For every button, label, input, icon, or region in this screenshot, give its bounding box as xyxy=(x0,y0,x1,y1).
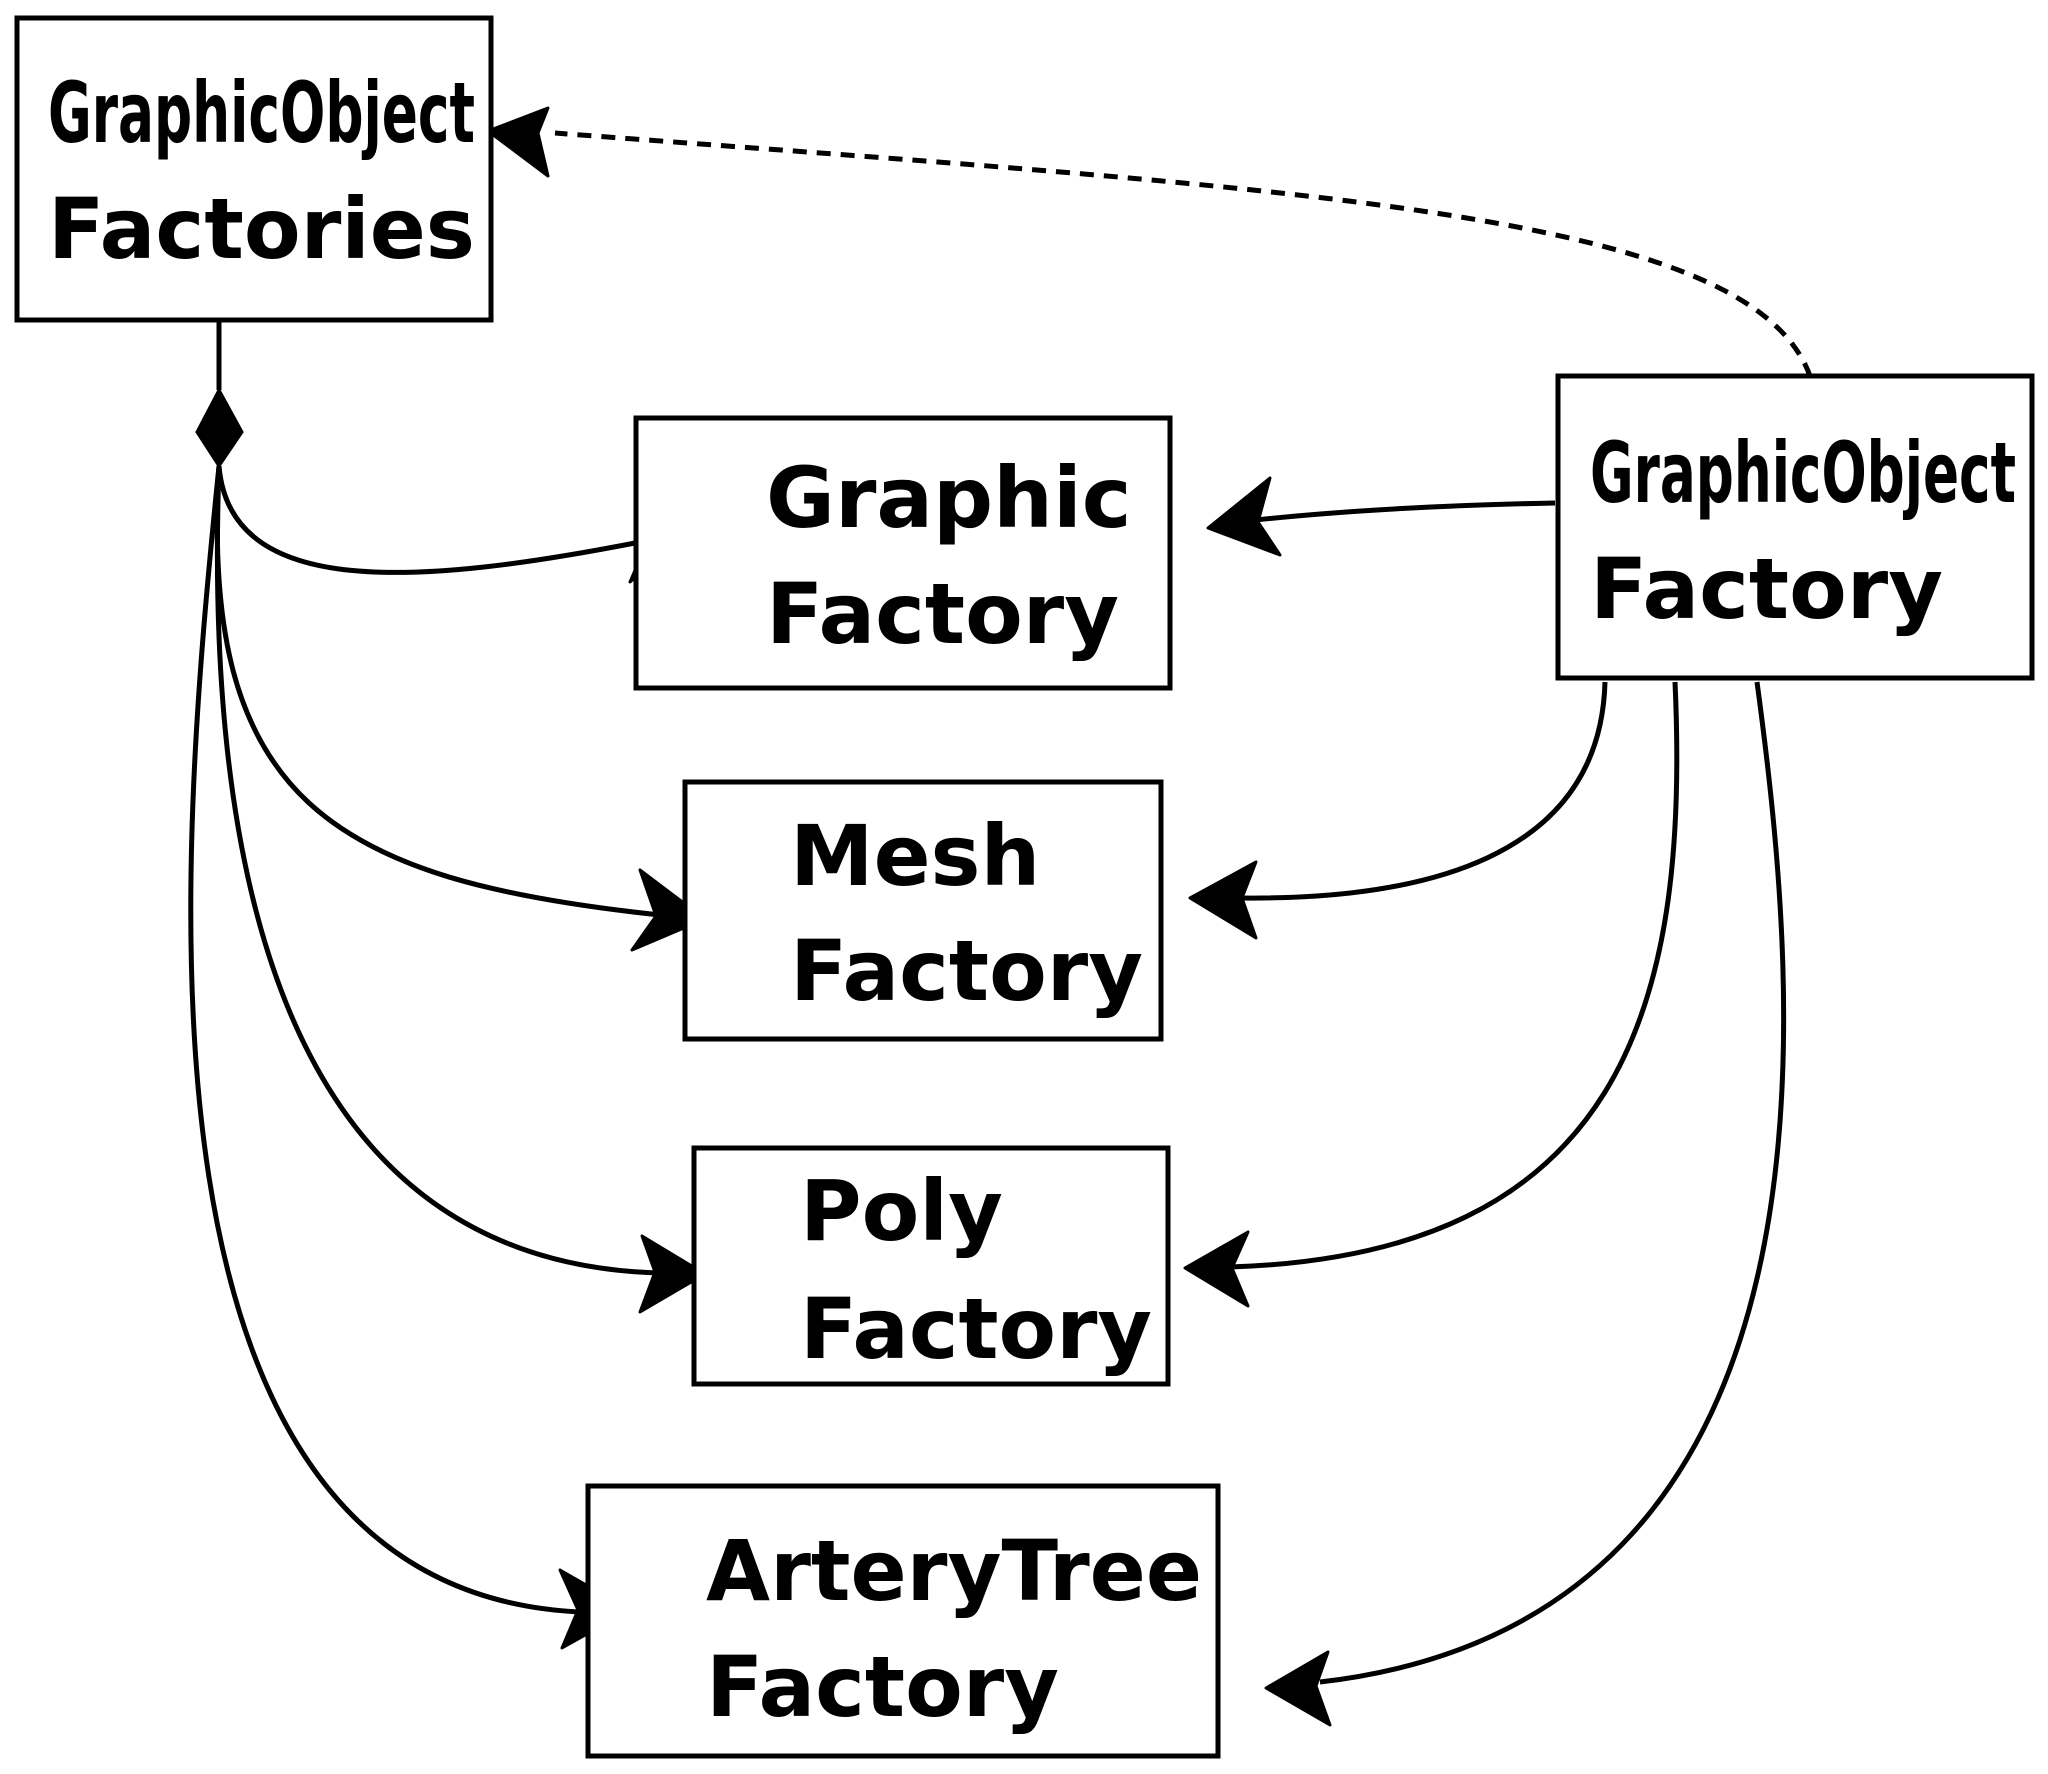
node-graphicobject-factories-line2: Factories xyxy=(48,180,475,278)
arrowhead-poly-right-icon xyxy=(1183,1230,1250,1308)
node-graphicobject-factory[interactable]: GraphicObject Factory xyxy=(1555,373,2035,681)
node-graphicobject-factories[interactable]: GraphicObject Factories xyxy=(14,15,494,323)
arrowhead-factories-icon xyxy=(486,106,550,178)
edge-factories-to-poly xyxy=(214,465,661,1276)
node-graphic-factory-line2: Factory xyxy=(766,565,1119,663)
node-mesh-factory-box xyxy=(682,779,1164,1042)
node-graphicobject-factory-box xyxy=(1555,373,2035,681)
node-graphic-factory-box xyxy=(633,415,1173,691)
composition-diamond-icon xyxy=(195,386,244,469)
node-poly-factory[interactable]: Poly Factory xyxy=(691,1145,1171,1387)
node-arterytree-factory-box xyxy=(585,1483,1221,1759)
arrowhead-artery-right-icon xyxy=(1264,1650,1332,1727)
node-graphicobject-factory-line2: Factory xyxy=(1590,540,1943,638)
association-edges xyxy=(486,106,1813,1727)
node-graphic-factory-line1: Graphic xyxy=(766,449,1132,547)
node-arterytree-factory-line1: ArteryTree xyxy=(706,1522,1202,1620)
composition-edges xyxy=(188,322,707,1650)
node-mesh-factory-line1: Mesh xyxy=(790,807,1040,905)
node-graphicobject-factory-line1: GraphicObject xyxy=(1590,424,2016,522)
node-graphic-factory[interactable]: Graphic Factory xyxy=(633,415,1173,691)
edge-base-to-graphic xyxy=(1254,500,1556,523)
edge-factories-to-artery xyxy=(188,465,581,1615)
node-mesh-factory-line2: Factory xyxy=(790,922,1143,1020)
edge-base-to-artery xyxy=(1319,681,1787,1685)
arrowhead-mesh-right-icon xyxy=(1188,860,1258,940)
node-arterytree-factory[interactable]: ArteryTree Factory xyxy=(585,1483,1221,1759)
edge-base-to-mesh xyxy=(1239,681,1608,901)
arrowhead-poly-left-icon xyxy=(638,1234,707,1314)
node-arterytree-factory-line2: Factory xyxy=(706,1638,1059,1736)
arrowhead-graphic-right-icon xyxy=(1206,476,1282,557)
node-poly-factory-line1: Poly xyxy=(800,1162,1003,1260)
node-mesh-factory[interactable]: Mesh Factory xyxy=(682,779,1164,1042)
edge-base-to-poly xyxy=(1229,681,1680,1270)
node-poly-factory-line2: Factory xyxy=(800,1280,1152,1378)
edge-factories-to-graphic xyxy=(216,465,641,575)
node-graphicobject-factories-line1: GraphicObject xyxy=(48,64,475,162)
node-graphicobject-factories-box xyxy=(14,15,494,323)
edge-base-to-factories-dependency xyxy=(554,130,1813,377)
arrowhead-mesh-left-icon xyxy=(630,868,707,952)
edge-factories-to-mesh xyxy=(214,465,661,918)
node-poly-factory-box xyxy=(691,1145,1171,1387)
